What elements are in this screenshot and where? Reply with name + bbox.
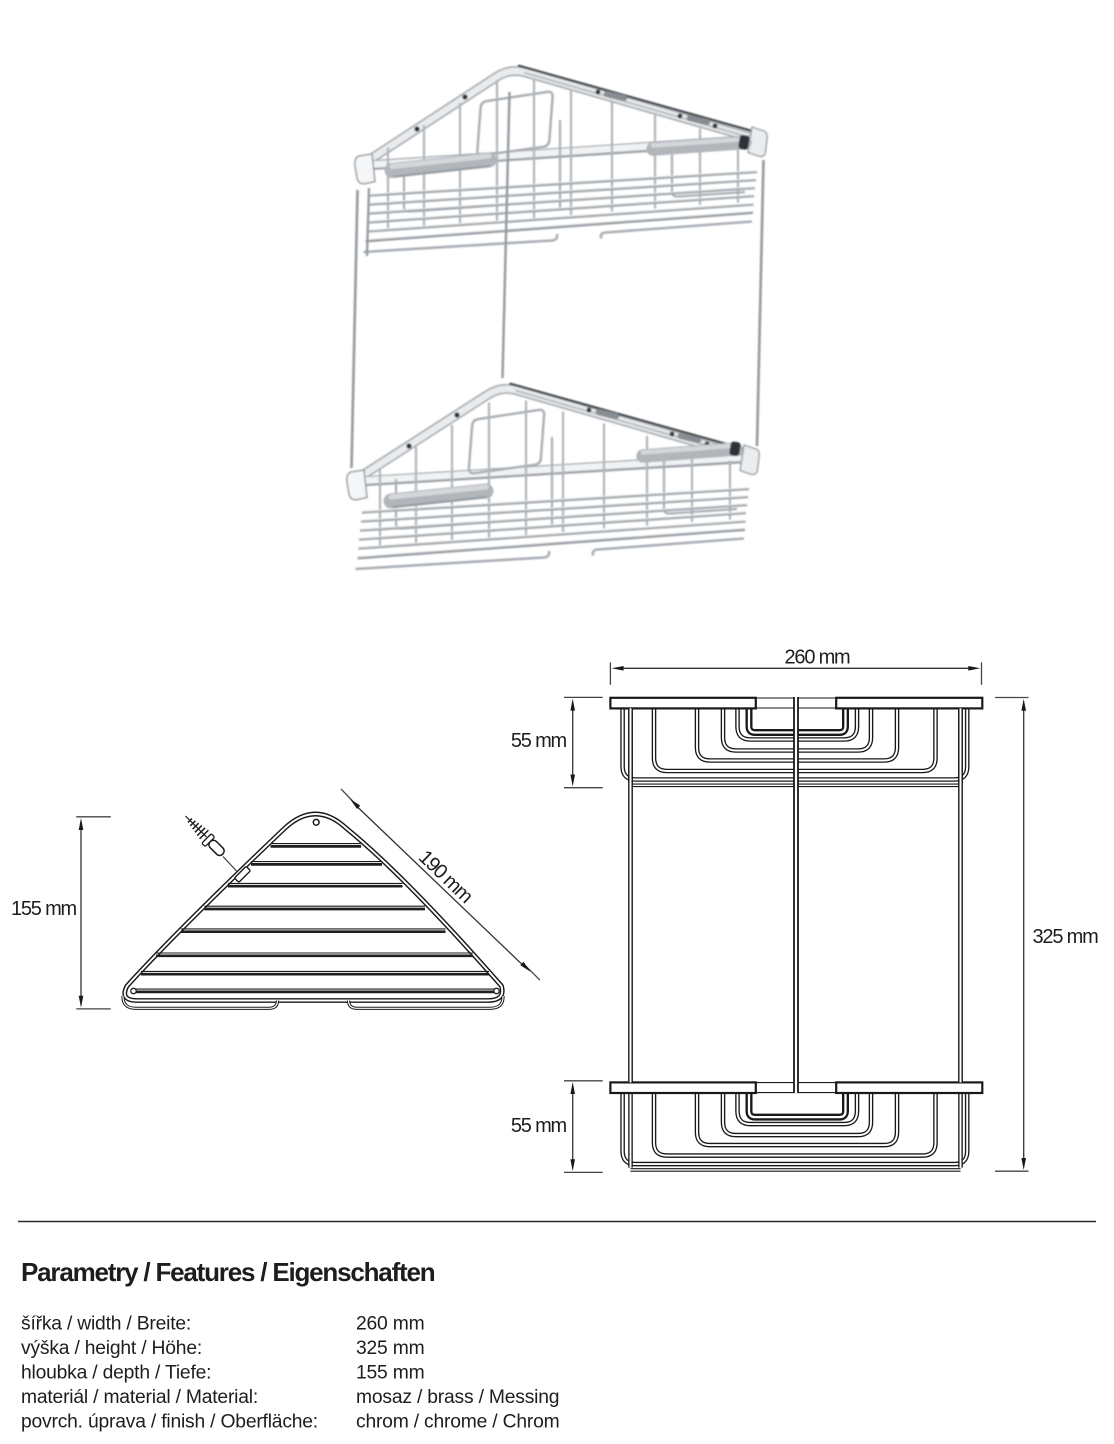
svg-text:325 mm: 325 mm (1033, 926, 1099, 948)
svg-text:Parametry / Features / Eigensc: Parametry / Features / Eigenschaften (21, 1257, 435, 1287)
svg-text:260 mm: 260 mm (356, 1313, 424, 1334)
svg-text:155 mm: 155 mm (11, 898, 77, 920)
svg-text:325 mm: 325 mm (356, 1338, 424, 1359)
svg-text:šířka / width / Breite:: šířka / width / Breite: (21, 1313, 191, 1334)
svg-text:mosaz / brass / Messing: mosaz / brass / Messing (356, 1387, 559, 1408)
svg-text:260 mm: 260 mm (784, 647, 850, 669)
svg-text:chrom / chrome / Chrom: chrom / chrome / Chrom (356, 1411, 559, 1432)
svg-text:výška / height / Höhe:: výška / height / Höhe: (21, 1338, 202, 1359)
svg-text:materiál / material / Material: materiál / material / Material: (21, 1387, 258, 1408)
svg-text:55 mm: 55 mm (511, 1115, 567, 1137)
svg-text:155 mm: 155 mm (356, 1362, 424, 1383)
svg-text:55 mm: 55 mm (511, 730, 567, 752)
svg-text:hloubka / depth / Tiefe:: hloubka / depth / Tiefe: (21, 1362, 211, 1383)
svg-text:povrch. úprava / finish / Ober: povrch. úprava / finish / Oberfläche: (21, 1411, 318, 1432)
